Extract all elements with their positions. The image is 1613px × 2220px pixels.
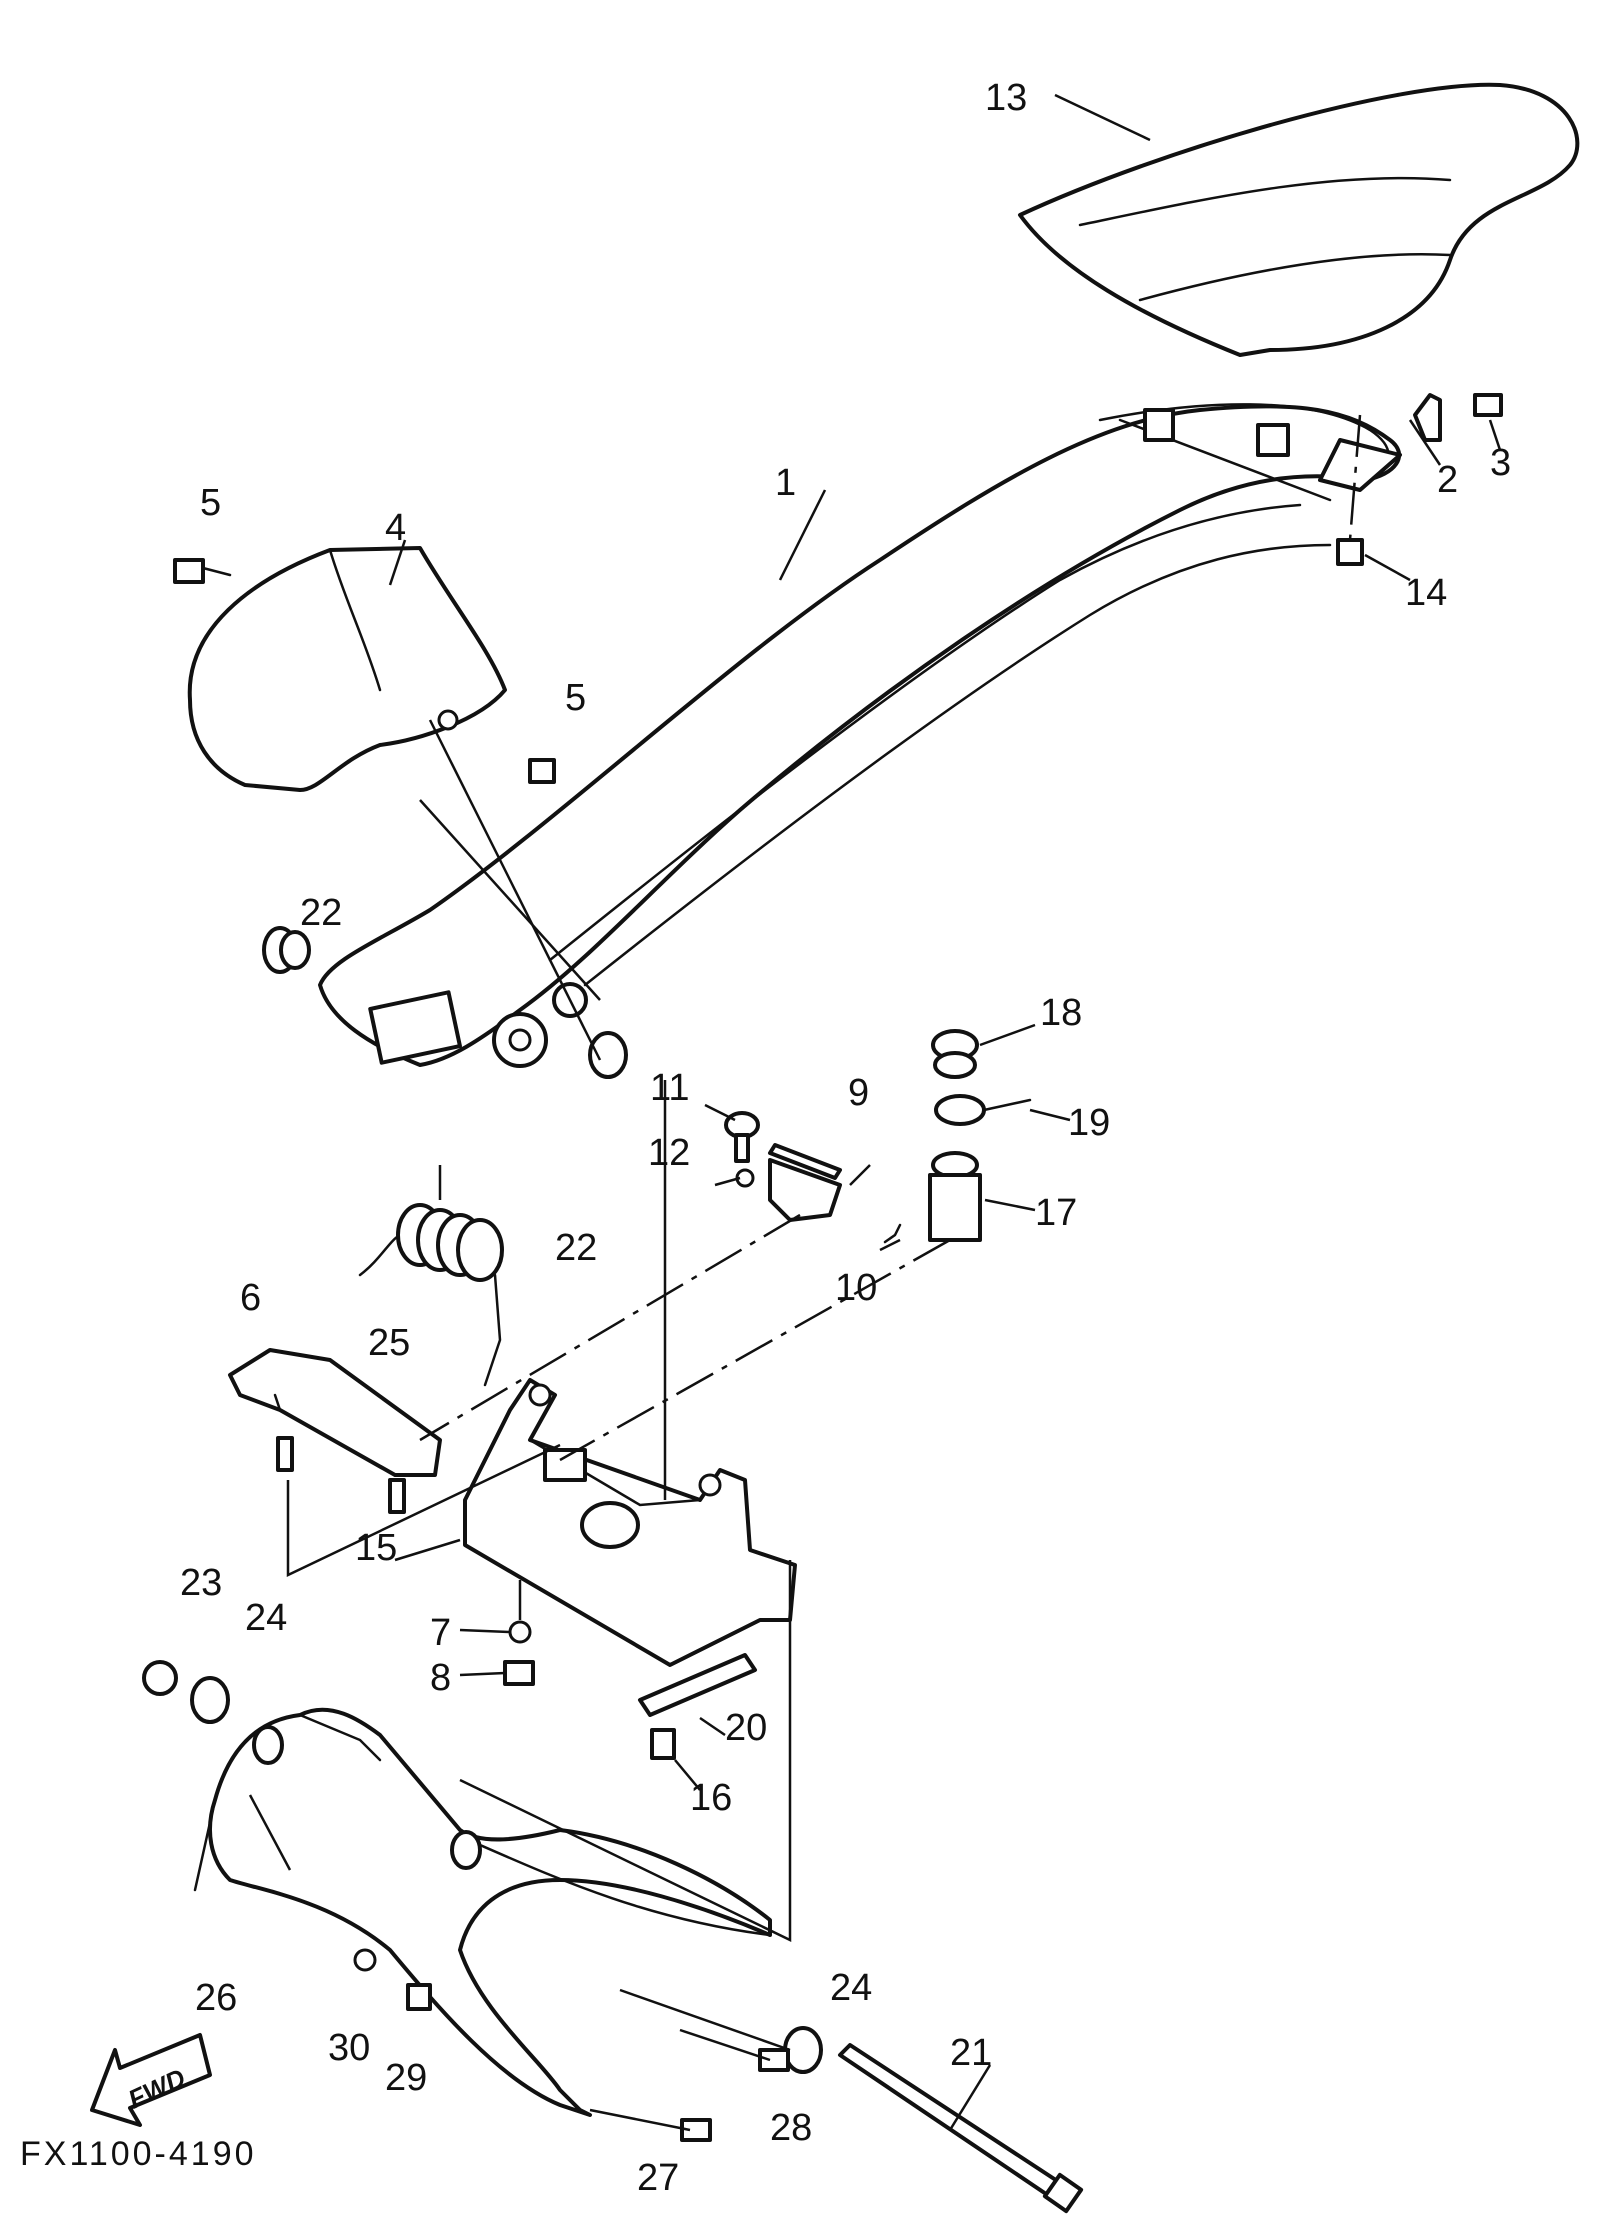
bolt-3 xyxy=(1473,393,1503,417)
label-part-14: 14 xyxy=(1405,572,1447,614)
collar-22a xyxy=(262,926,311,974)
label-part-4: 4 xyxy=(385,507,406,549)
label-part-17: 17 xyxy=(1035,1192,1077,1234)
label-part-13: 13 xyxy=(985,77,1027,119)
main-arm xyxy=(318,403,1402,1068)
front-cover xyxy=(187,546,507,792)
label-part-11: 11 xyxy=(650,1067,689,1109)
label-part-5-top: 5 xyxy=(200,482,221,524)
label-part-9: 9 xyxy=(848,1072,869,1114)
pin-10 xyxy=(883,1223,902,1244)
label-part-19: 19 xyxy=(1068,1102,1110,1144)
label-part-25: 25 xyxy=(368,1322,410,1364)
collar-24a xyxy=(190,1676,230,1724)
nut-23 xyxy=(142,1660,178,1696)
bolt-27 xyxy=(680,2118,712,2142)
label-part-16: 16 xyxy=(690,1777,732,1819)
boot-17 xyxy=(928,1151,982,1242)
washer-7 xyxy=(508,1620,532,1644)
label-part-12: 12 xyxy=(648,1132,690,1174)
label-part-27: 27 xyxy=(637,2157,679,2199)
collar-22b xyxy=(588,1031,628,1079)
switch-9 xyxy=(768,1143,842,1222)
label-part-10: 10 xyxy=(835,1267,877,1309)
label-part-24-right: 24 xyxy=(830,1967,872,2009)
label-part-21: 21 xyxy=(950,2032,992,2074)
screw-11 xyxy=(724,1111,760,1163)
collar-24b xyxy=(783,2026,823,2074)
label-part-20: 20 xyxy=(725,1707,767,1749)
seat-pad xyxy=(1018,82,1580,357)
label-part-8: 8 xyxy=(430,1657,451,1699)
grommet-18 xyxy=(931,1029,979,1079)
plate-20 xyxy=(638,1653,757,1717)
bolt-5a xyxy=(173,558,232,584)
bolt-28 xyxy=(758,2048,790,2072)
band-19 xyxy=(934,1094,1032,1126)
label-part-7: 7 xyxy=(430,1612,451,1654)
label-part-30: 30 xyxy=(328,2027,370,2069)
drawing-code: FX1100-4190 xyxy=(20,2135,257,2173)
lower-arm-cover xyxy=(193,1707,772,2117)
assembly-lines xyxy=(286,414,1362,2132)
label-part-5-cover: 5 xyxy=(565,677,586,719)
stopper-bracket xyxy=(228,1348,442,1514)
bolt-29 xyxy=(406,1983,432,2011)
torsion-spring xyxy=(358,1203,504,1387)
label-part-26: 26 xyxy=(195,1977,237,2019)
washer-30 xyxy=(353,1948,377,1972)
label-part-28: 28 xyxy=(770,2107,812,2149)
label-part-15: 15 xyxy=(355,1527,397,1569)
nut-8 xyxy=(503,1660,535,1686)
label-part-1: 1 xyxy=(775,462,796,504)
bolt-16 xyxy=(650,1728,676,1760)
label-part-2: 2 xyxy=(1437,459,1458,501)
label-part-22-top: 22 xyxy=(300,892,342,934)
label-part-22-bottom: 22 xyxy=(555,1227,597,1269)
label-part-29: 29 xyxy=(385,2057,427,2099)
label-part-18: 18 xyxy=(1040,992,1082,1034)
label-part-23: 23 xyxy=(180,1562,222,1604)
label-part-3: 3 xyxy=(1490,442,1511,484)
label-part-24-left: 24 xyxy=(245,1597,287,1639)
label-part-6: 6 xyxy=(240,1277,261,1319)
bolt-14 xyxy=(1336,538,1364,566)
bolt-5b xyxy=(528,758,556,784)
forward-arrow-icon: FWD xyxy=(90,2033,212,2127)
label-leaders xyxy=(248,93,1502,2131)
clip-2 xyxy=(1413,393,1442,442)
